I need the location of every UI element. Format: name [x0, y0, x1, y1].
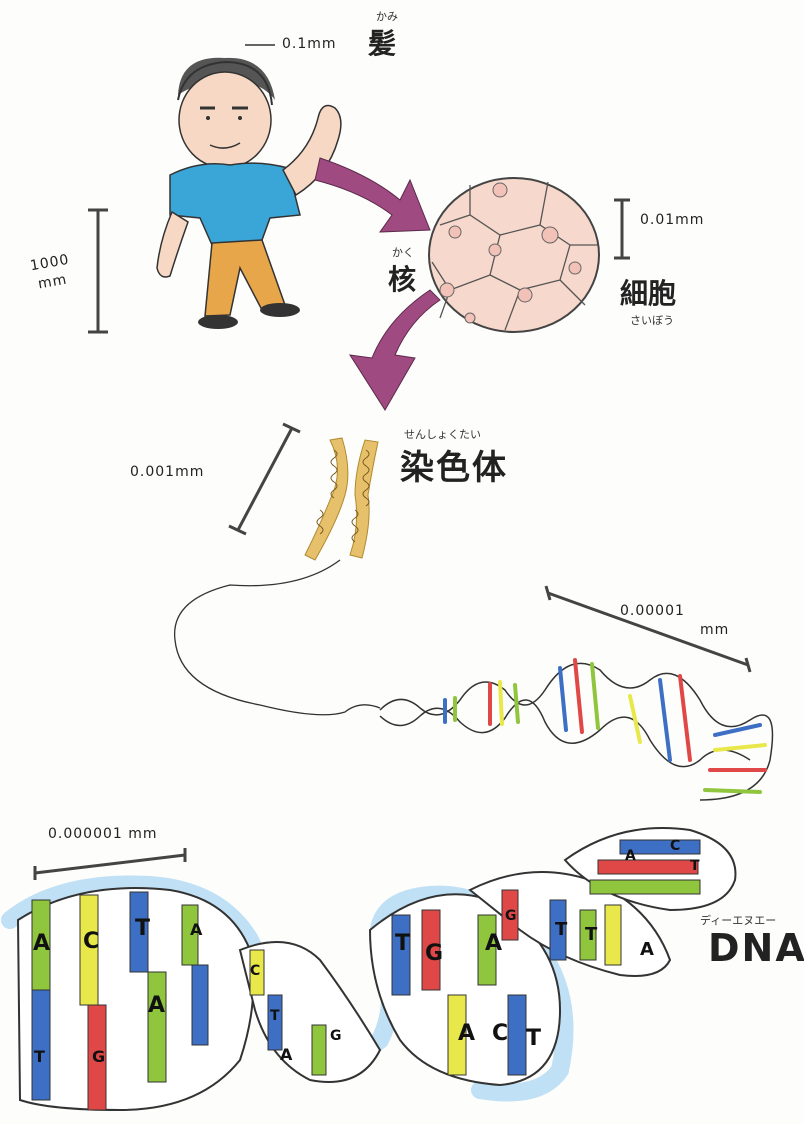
arrow-person-to-cell: [315, 158, 430, 232]
base-letter: A: [190, 920, 203, 939]
lower-arm: [157, 212, 188, 277]
dna-thread: [175, 560, 380, 715]
chromosome-scale-bar: [238, 428, 292, 530]
chromosome: [305, 438, 378, 560]
base-letter: A: [640, 939, 654, 960]
base-letter: T: [585, 924, 598, 945]
base-letter: T: [135, 916, 150, 941]
nucleus-label: 核: [388, 258, 416, 298]
shirt: [170, 163, 300, 245]
base-letter: T: [395, 931, 410, 956]
dna-mid-size-value: 0.00001: [620, 603, 685, 619]
base-letter: A: [280, 1045, 293, 1064]
base-letter: G: [425, 941, 443, 966]
base-letter: G: [330, 1028, 342, 1044]
dna-large-size-label: 0.000001 mm: [48, 826, 158, 842]
base-letter: A: [33, 931, 50, 956]
base-letter: T: [690, 858, 700, 874]
hair-size-label: 0.1mm: [282, 36, 337, 52]
base-letter: T: [270, 1008, 280, 1024]
left-shoe: [198, 315, 238, 329]
cell-size-label: 0.01mm: [640, 212, 704, 228]
base-letter: T: [555, 919, 568, 940]
chromosome-size-label: 0.001mm: [130, 464, 204, 480]
base-letter: T: [34, 1047, 45, 1066]
base-letter: C: [492, 1021, 508, 1046]
cell-label: 細胞: [620, 272, 676, 312]
dna-mid-size-unit: mm: [700, 622, 729, 638]
hair-label: 髪: [368, 22, 396, 62]
right-shoe: [260, 303, 300, 317]
cell-ruby: さいぼう: [630, 312, 674, 328]
base-letter: C: [670, 838, 680, 854]
base-letter: A: [148, 993, 165, 1018]
chromosome-label: 染色体: [400, 440, 508, 489]
base-letter: G: [505, 908, 517, 924]
base-letter: A: [485, 931, 502, 956]
base-letter: A: [625, 848, 636, 864]
base-letter: C: [250, 963, 260, 979]
dna-large-scale-bar: [35, 855, 185, 873]
base-letter: T: [526, 1026, 541, 1051]
base-letter: C: [83, 929, 99, 954]
head: [179, 72, 271, 168]
dna-label: DNA: [708, 926, 804, 970]
arrow-cell-to-chromosome: [350, 290, 440, 410]
cell: [429, 178, 599, 332]
base-letter: G: [92, 1047, 105, 1066]
base-letter: A: [458, 1021, 475, 1046]
